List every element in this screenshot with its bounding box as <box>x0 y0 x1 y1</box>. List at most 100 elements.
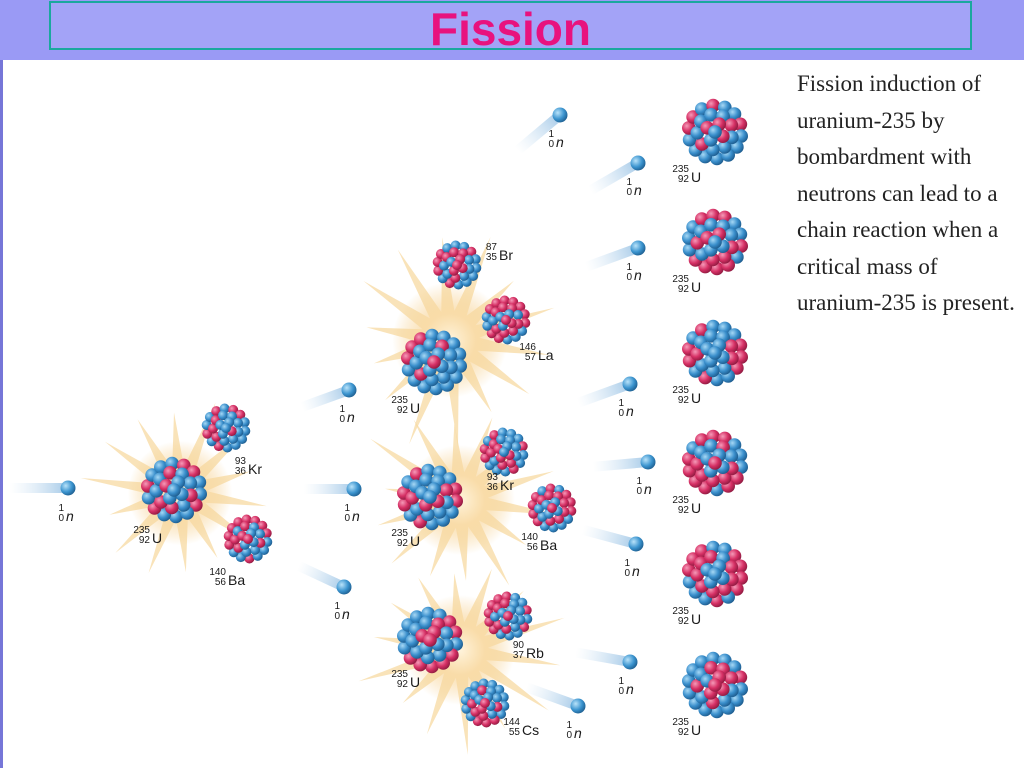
emitted-neutron-stage2-5 <box>592 454 656 472</box>
svg-text:146: 146 <box>519 342 536 353</box>
emitted-neutron-stage2-2 <box>587 155 646 195</box>
svg-text:0: 0 <box>624 568 630 579</box>
svg-text:Cs: Cs <box>522 722 539 738</box>
svg-text:1: 1 <box>344 503 350 514</box>
emitted-neutron-stage2-3 <box>584 240 646 272</box>
svg-text:235: 235 <box>672 606 689 617</box>
svg-text:n: n <box>634 182 642 198</box>
svg-text:235: 235 <box>672 274 689 285</box>
emitted-neutron-stage2-6 <box>581 524 644 552</box>
svg-text:92: 92 <box>397 679 409 690</box>
svg-text:87: 87 <box>486 242 498 253</box>
svg-text:93: 93 <box>235 456 247 467</box>
product-nucleus-stage2-3-1 <box>483 591 533 641</box>
svg-text:235: 235 <box>391 395 408 406</box>
product-nucleus-kr-stage1 <box>201 403 251 453</box>
svg-text:1: 1 <box>58 503 64 514</box>
svg-text:235: 235 <box>391 528 408 539</box>
uranium-nucleus-stage3-3 <box>682 319 748 387</box>
svg-text:U: U <box>691 722 701 738</box>
svg-text:92: 92 <box>397 538 409 549</box>
product-nucleus-stage2-3-2 <box>460 678 510 728</box>
svg-text:U: U <box>691 390 701 406</box>
svg-text:1: 1 <box>618 676 624 687</box>
svg-text:n: n <box>626 681 634 697</box>
svg-text:1: 1 <box>548 129 554 140</box>
svg-text:n: n <box>644 481 652 497</box>
svg-text:0: 0 <box>626 187 632 198</box>
svg-text:n: n <box>66 508 74 524</box>
svg-text:U: U <box>691 611 701 627</box>
emitted-neutron-stage1-2 <box>304 481 362 497</box>
incoming-neutron <box>10 480 76 496</box>
svg-text:Kr: Kr <box>248 461 262 477</box>
svg-text:U: U <box>410 533 420 549</box>
svg-text:1: 1 <box>334 601 340 612</box>
svg-text:Br: Br <box>499 247 513 263</box>
svg-text:92: 92 <box>397 405 409 416</box>
svg-text:n: n <box>352 508 360 524</box>
svg-text:144: 144 <box>503 717 520 728</box>
svg-text:n: n <box>626 403 634 419</box>
svg-text:37: 37 <box>513 650 525 661</box>
svg-text:235: 235 <box>672 164 689 175</box>
svg-text:U: U <box>691 500 701 516</box>
svg-text:93: 93 <box>487 472 499 483</box>
svg-text:1: 1 <box>566 720 572 731</box>
svg-text:0: 0 <box>626 272 632 283</box>
svg-text:36: 36 <box>487 482 499 493</box>
title-box: Fission <box>49 1 972 55</box>
uranium-nucleus-stage1 <box>141 456 207 524</box>
svg-text:90: 90 <box>513 640 525 651</box>
slide-title: Fission <box>429 3 592 55</box>
svg-text:U: U <box>691 169 701 185</box>
product-nucleus-stage2-1-1 <box>432 240 482 290</box>
svg-text:92: 92 <box>678 727 690 738</box>
product-nucleus-stage2-1-2 <box>481 295 531 345</box>
svg-text:235: 235 <box>391 669 408 680</box>
svg-text:0: 0 <box>58 513 64 524</box>
svg-text:56: 56 <box>215 577 227 588</box>
uranium-nucleus-stage3-5 <box>682 540 748 608</box>
svg-text:n: n <box>342 606 350 622</box>
svg-text:1: 1 <box>636 476 642 487</box>
emitted-neutron-stage2-8 <box>524 682 586 714</box>
svg-text:U: U <box>410 674 420 690</box>
svg-text:1: 1 <box>339 404 345 415</box>
svg-text:0: 0 <box>548 139 554 150</box>
svg-text:140: 140 <box>209 567 226 578</box>
svg-text:n: n <box>347 409 355 425</box>
svg-text:0: 0 <box>618 686 624 697</box>
svg-text:Ba: Ba <box>228 572 245 588</box>
svg-text:36: 36 <box>235 466 247 477</box>
svg-text:92: 92 <box>678 616 690 627</box>
uranium-nucleus-stage3-4 <box>682 429 748 497</box>
svg-text:Kr: Kr <box>500 477 514 493</box>
svg-text:n: n <box>556 134 564 150</box>
svg-text:n: n <box>634 267 642 283</box>
uranium-nucleus-stage3-1 <box>682 98 748 166</box>
svg-text:0: 0 <box>566 730 572 741</box>
fission-flash-stage2-2 <box>370 417 557 586</box>
